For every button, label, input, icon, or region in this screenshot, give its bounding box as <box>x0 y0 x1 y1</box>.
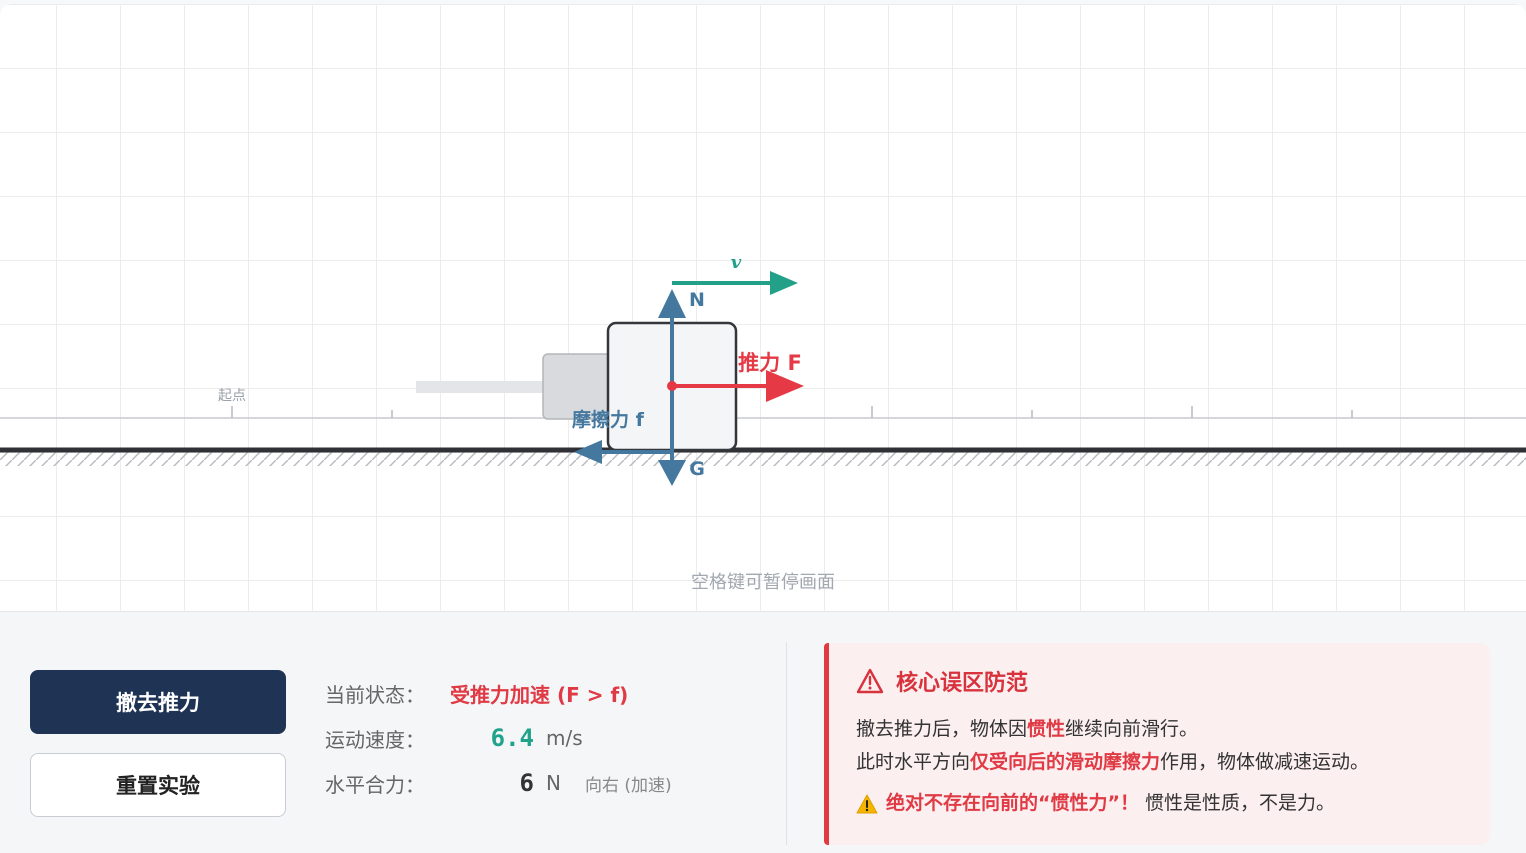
warning-line-3-tail: 惯性是性质，不是力。 <box>1144 792 1335 814</box>
net-force-unit: N <box>546 771 561 795</box>
warning-line-2-text: 此时水平方向 <box>856 751 971 773</box>
app-window: 起点 v N <box>0 4 1526 853</box>
center-of-mass-dot <box>667 381 677 391</box>
net-force-row: 水平合力： 6 N 向右 (加速) <box>325 768 672 798</box>
warning-line-1: 撤去推力后，物体因惯性继续向前滑行。 <box>856 713 1490 746</box>
speed-value: 6.4 <box>490 724 534 752</box>
reset-button[interactable]: 重置实验 <box>30 753 286 817</box>
warning-line-1-highlight: 惯性 <box>1027 718 1066 740</box>
warning-title: 核心误区防范 <box>896 671 1029 696</box>
warning-line-2-highlight: 仅受向后的滑动摩擦力 <box>970 751 1161 773</box>
speed-label: 运动速度： <box>325 727 425 752</box>
speed-unit: m/s <box>546 726 583 750</box>
warning-line-1-tail: 继续向前滑行。 <box>1065 718 1199 740</box>
panel-divider <box>786 642 787 845</box>
remove-push-button[interactable]: 撤去推力 <box>30 670 286 734</box>
control-panel: 撤去推力 重置实验 当前状态： 受推力加速 (F > f) 运动速度： 6.4 … <box>0 611 1526 853</box>
simulation-canvas[interactable]: 起点 v N <box>0 4 1526 612</box>
velocity-label: v <box>731 252 742 273</box>
push-force-label: 推力 F <box>738 351 802 375</box>
normal-force-arrow <box>658 289 686 386</box>
warning-title-row: 核心误区防范 <box>856 665 1490 697</box>
normal-force-label: N <box>689 289 705 311</box>
ground-hatch <box>0 452 1526 466</box>
friction-label: 摩擦力 f <box>572 408 645 431</box>
pause-hint: 空格键可暂停画面 <box>691 572 835 593</box>
warning-line-3: 绝对不存在向前的“惯性力”！ 惯性是性质，不是力。 <box>856 787 1490 820</box>
pusher-rod <box>416 381 546 393</box>
ruler-ticks <box>231 406 1353 418</box>
speed-row: 运动速度： 6.4 m/s <box>325 723 583 753</box>
net-force-direction: 向右 (加速) <box>584 775 672 796</box>
warning-line-3-highlight: 绝对不存在向前的“惯性力”！ <box>886 792 1139 814</box>
scene-svg: 起点 v N <box>0 252 1526 486</box>
net-force-label: 水平合力： <box>325 772 425 797</box>
push-force-arrow <box>672 370 804 402</box>
warning-line-1-text: 撤去推力后，物体因 <box>856 718 1028 740</box>
start-label: 起点 <box>218 388 246 404</box>
misconception-warning-box: 核心误区防范 撤去推力后，物体因惯性继续向前滑行。 此时水平方向仅受向后的滑动摩… <box>824 643 1490 845</box>
state-label: 当前状态： <box>325 682 425 707</box>
gravity-label: G <box>689 458 705 480</box>
warning-triangle-icon <box>856 668 884 694</box>
gravity-arrow <box>658 386 686 486</box>
caution-emoji-icon <box>856 794 878 813</box>
net-force-value: 6 <box>519 769 534 797</box>
state-row: 当前状态： 受推力加速 (F > f) <box>325 678 628 708</box>
state-value: 受推力加速 (F > f) <box>450 682 629 707</box>
warning-line-2: 此时水平方向仅受向后的滑动摩擦力作用，物体做减速运动。 <box>856 746 1490 779</box>
warning-line-2-tail: 作用，物体做减速运动。 <box>1160 751 1370 773</box>
velocity-arrow <box>672 271 798 295</box>
friction-arrow <box>574 440 672 464</box>
